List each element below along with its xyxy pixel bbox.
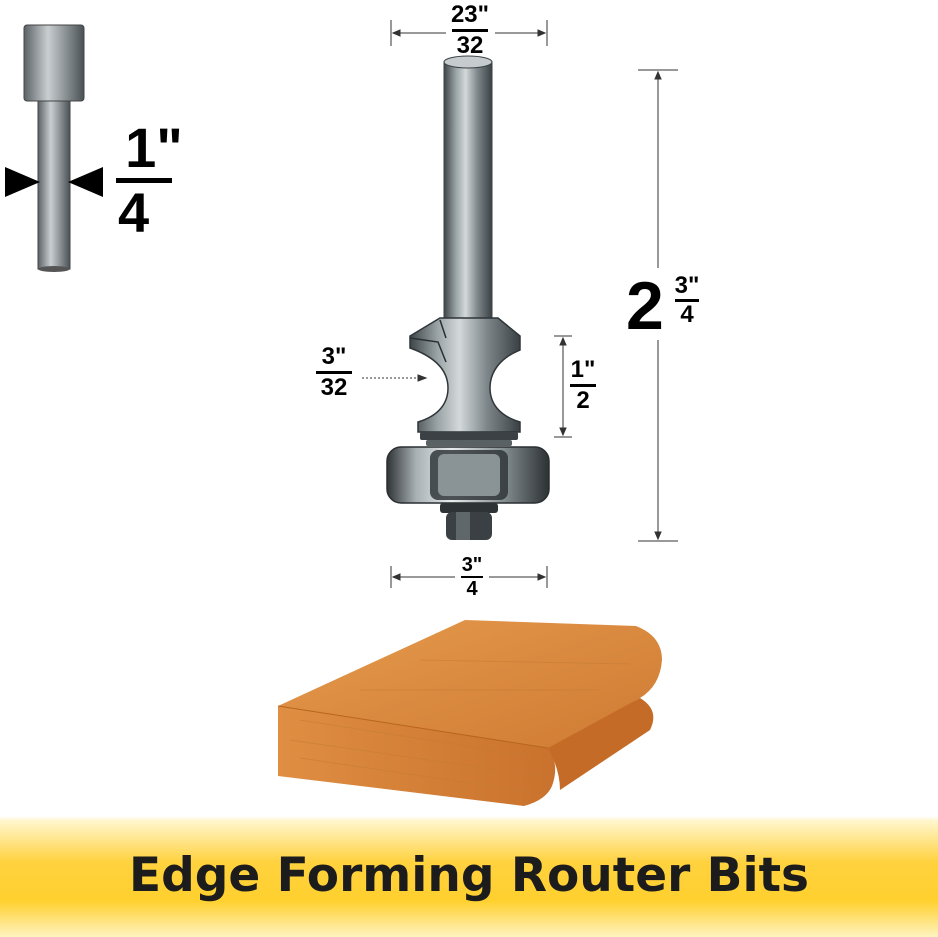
cutting-length-numerator: 1" — [570, 356, 596, 383]
radius-numerator: 3" — [321, 343, 347, 370]
arrow-left-icon — [68, 167, 103, 197]
fraction-bar — [675, 299, 699, 302]
bearing-diameter-numerator: 3" — [461, 554, 483, 576]
arrow-right-icon — [5, 167, 40, 197]
cutting-length-denominator: 2 — [576, 387, 590, 414]
cutting-diameter-label: 23" 32 — [444, 3, 496, 58]
shank-icon — [23, 24, 85, 272]
bearing-diameter-denominator: 4 — [466, 578, 478, 600]
fraction-bar — [116, 178, 172, 183]
shank-diameter-whole: 1" — [125, 116, 183, 179]
shank-diameter-label: 1" 4 — [116, 120, 192, 241]
dimension-lines — [362, 20, 678, 588]
overall-length-whole: 2 — [626, 268, 664, 344]
cutting-length-label: 1" 2 — [566, 358, 600, 413]
cutting-diameter-denominator: 32 — [456, 32, 484, 59]
overall-length-numerator: 3" — [674, 272, 700, 299]
fraction-bar — [570, 384, 596, 387]
wood-profile-illustration — [277, 620, 662, 806]
radius-denominator: 32 — [320, 374, 348, 401]
radius-label: 3" 32 — [310, 345, 358, 400]
shank-diameter-denominator: 4 — [118, 181, 150, 244]
cutting-diameter-numerator: 23" — [450, 1, 490, 28]
bearing-diameter-label: 3" 4 — [455, 555, 489, 599]
overall-length-fraction: 3" 4 — [670, 274, 704, 327]
title-banner — [0, 816, 938, 937]
router-bit-illustration — [386, 55, 550, 540]
fraction-bar — [316, 371, 352, 374]
overall-length-denominator: 4 — [680, 301, 694, 328]
overall-length-label: 2 3" 4 — [626, 270, 716, 340]
fraction-bar — [461, 576, 483, 578]
fraction-bar — [452, 29, 488, 32]
banner-title: Edge Forming Router Bits — [128, 848, 810, 903]
